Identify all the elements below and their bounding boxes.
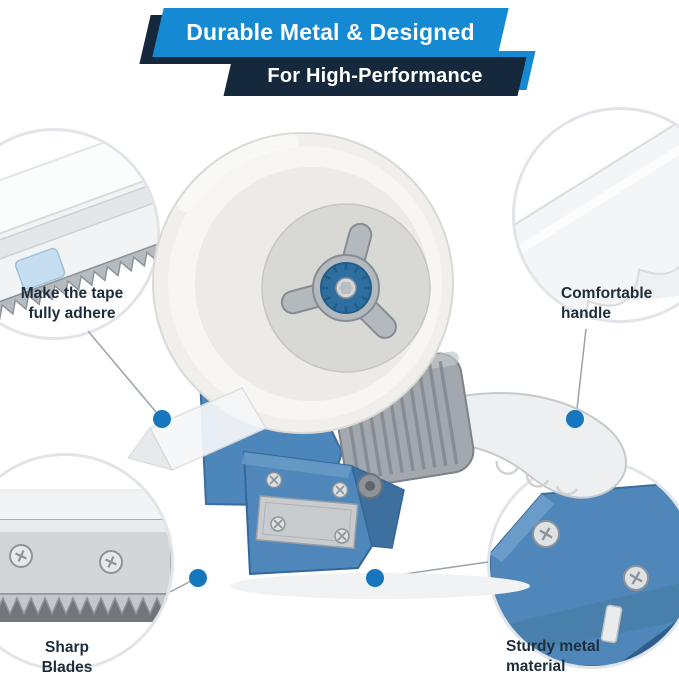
banner-secondary: For High-Performance (223, 51, 536, 96)
screw (331, 481, 349, 499)
callout-label-tape-adhere: Make the tape fully adhere (20, 285, 124, 323)
callout-circle-handle (512, 107, 679, 323)
callout-label-blades: Sharp Blades (41, 639, 93, 677)
screw (265, 471, 283, 489)
blade-detail-art (0, 489, 171, 622)
banner-primary: Durable Metal & Designed (139, 8, 509, 64)
banner-primary-text: Durable Metal & Designed (186, 19, 475, 45)
screw (334, 528, 350, 544)
tape-dispenser-illustration (127, 132, 627, 599)
connector-lines (87, 328, 587, 593)
handle-detail-art (515, 110, 679, 320)
dot-blades (189, 569, 207, 587)
dot-handle (566, 410, 584, 428)
dot-tape-adhere (153, 410, 171, 428)
handle (451, 392, 627, 499)
callout-circle-tape-adhere (0, 128, 160, 340)
base-bracket (242, 450, 405, 576)
tape-roll (152, 132, 454, 434)
tape-strip (127, 387, 268, 471)
dot-metal (366, 569, 384, 587)
callout-label-metal: Sturdy metal material (506, 638, 600, 676)
callout-label-handle: Comfortable handle (561, 285, 653, 323)
metal-frame-detail-art (490, 482, 679, 666)
roll-hub (280, 222, 397, 339)
banner-secondary-text: For High-Performance (267, 65, 483, 87)
callout-circle-blades (0, 453, 174, 671)
screw (270, 516, 286, 532)
tape-adhere-detail-art (0, 131, 157, 336)
connector-dots (153, 410, 584, 587)
